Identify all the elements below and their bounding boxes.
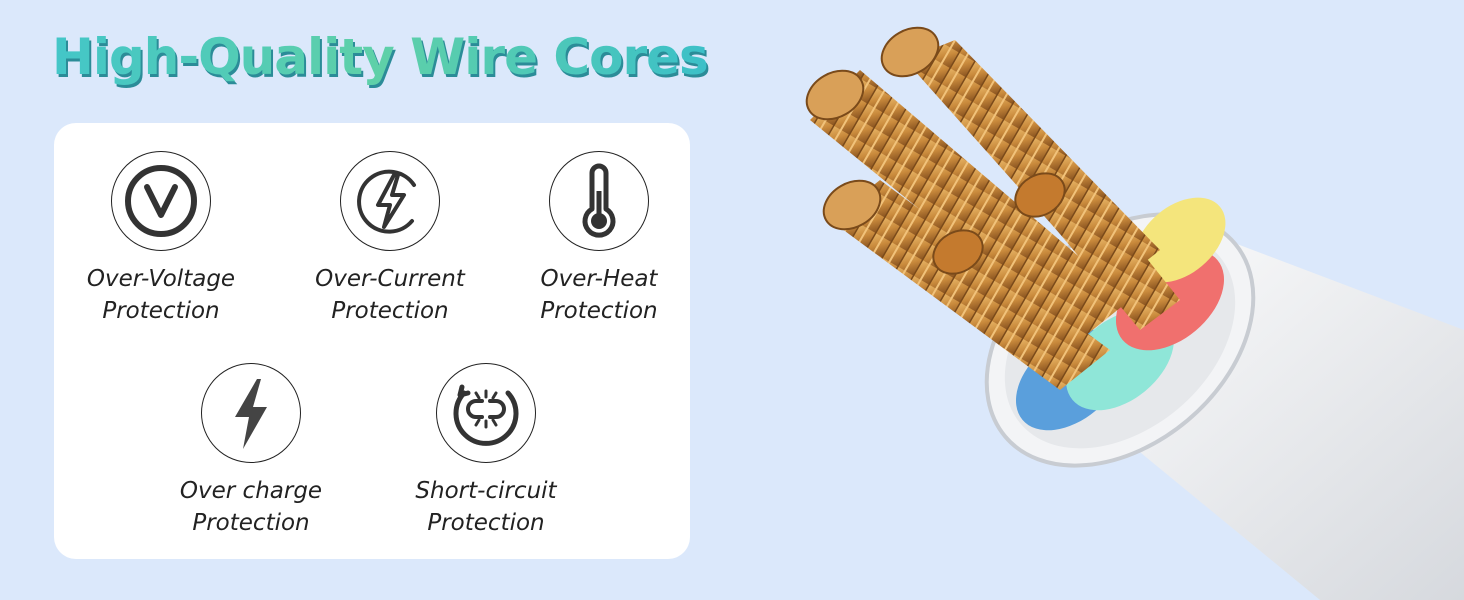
yellow-wire <box>1134 197 1226 283</box>
feature-over-voltage: Over-Voltage Protection <box>61 151 261 327</box>
short-circuit-icon <box>436 363 536 463</box>
voltage-v-icon <box>111 151 211 251</box>
feature-label: Over-Current Protection <box>315 266 465 324</box>
lightning-bolt-icon <box>201 363 301 463</box>
cable-cross-section-illustration <box>805 26 1464 600</box>
feature-label: Over charge Protection <box>179 478 323 536</box>
feature-short-circuit: Short-circuit Protection <box>386 363 586 539</box>
feature-label: Over-Heat Protection <box>540 266 658 324</box>
feature-over-heat: Over-Heat Protection <box>499 151 699 327</box>
page-title: High-Quality Wire Cores <box>52 28 709 86</box>
feature-over-current: Over-Current Protection <box>290 151 490 327</box>
feature-label: Over-Voltage Protection <box>86 266 236 324</box>
feature-over-charge: Over charge Protection <box>151 363 351 539</box>
copper-strand <box>810 70 1130 340</box>
feature-label: Short-circuit Protection <box>415 478 557 536</box>
thermometer-icon <box>549 151 649 251</box>
copper-strand <box>830 180 1110 390</box>
features-card: Over-Voltage Protection Over-Current Pro… <box>54 123 690 559</box>
lightning-outline-icon <box>340 151 440 251</box>
